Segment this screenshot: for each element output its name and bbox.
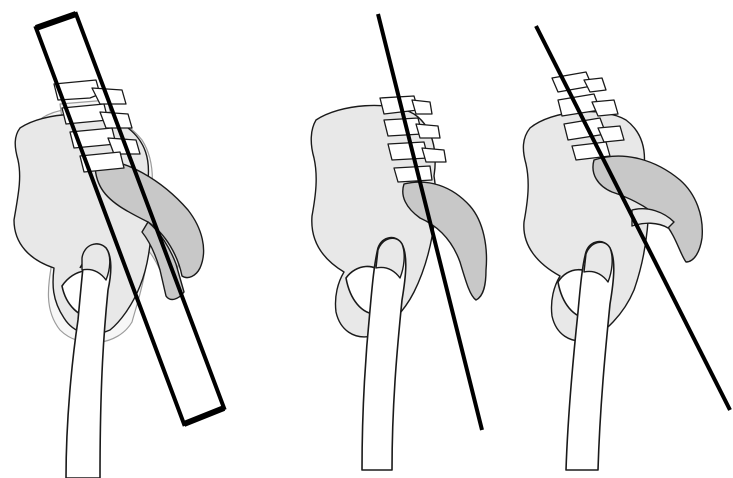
panel-1 bbox=[14, 14, 224, 478]
panel-3 bbox=[523, 26, 730, 470]
pelvis-1 bbox=[14, 80, 204, 334]
panel-2 bbox=[311, 14, 486, 470]
